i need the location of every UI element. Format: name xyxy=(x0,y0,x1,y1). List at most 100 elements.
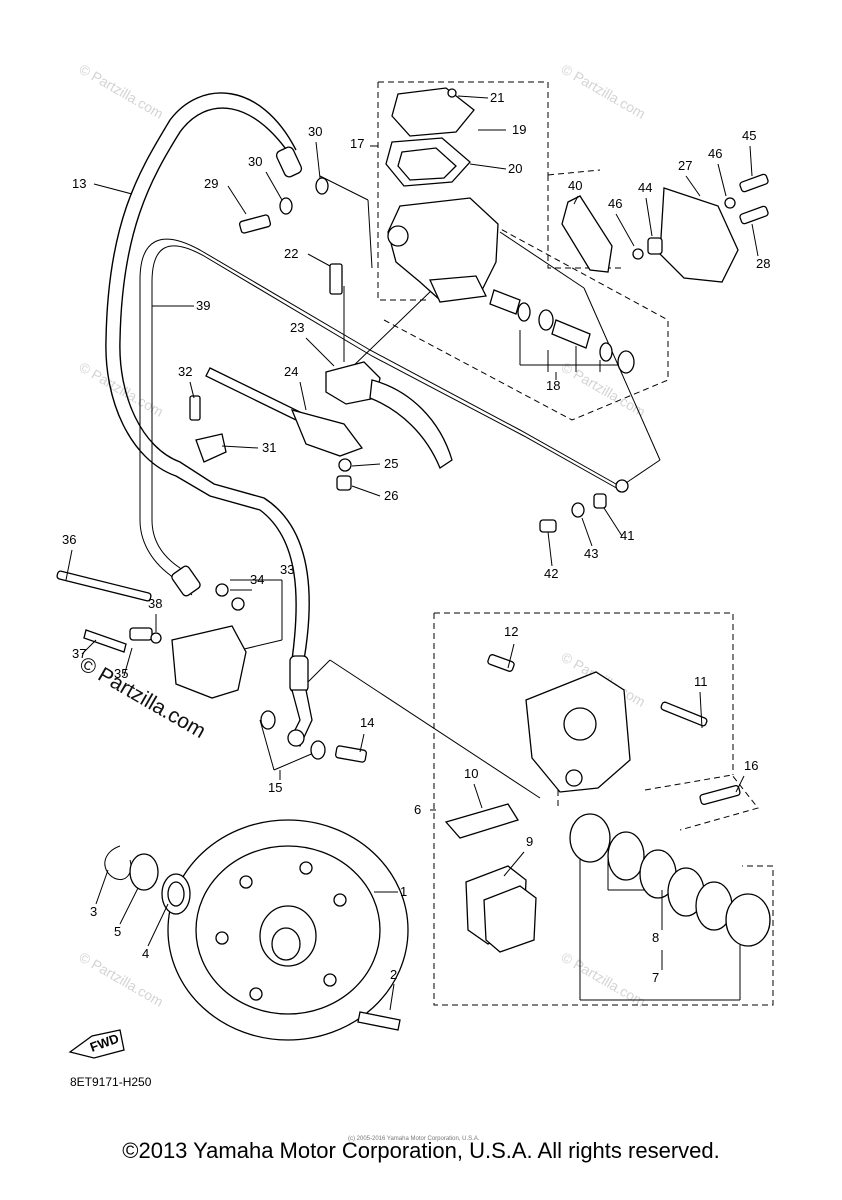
callout-leader xyxy=(469,163,507,170)
piston-kit xyxy=(489,289,635,374)
callout-leader xyxy=(547,531,553,567)
hose-outer xyxy=(105,92,297,661)
brake-disc xyxy=(167,819,409,1041)
callout-24: 24 xyxy=(284,364,298,379)
callout-11: 11 xyxy=(694,674,708,689)
callout-leader xyxy=(95,869,109,905)
watermark: © Partzilla.com xyxy=(77,61,167,122)
callout-3: 3 xyxy=(90,904,97,919)
callout-40: 40 xyxy=(568,178,582,193)
callout-leader xyxy=(93,183,133,195)
callout-35: 35 xyxy=(114,666,128,681)
callout-leader xyxy=(503,851,525,877)
footer-copyright: ©2013 Yamaha Motor Corporation, U.S.A. A… xyxy=(122,1138,720,1163)
callout-1: 1 xyxy=(400,884,407,899)
hose-fitting-bottom xyxy=(289,655,309,693)
pistons-seals xyxy=(569,813,771,947)
callout-leader xyxy=(751,223,759,257)
callout-45: 45 xyxy=(742,128,756,143)
callout-leader xyxy=(735,775,745,793)
callout-33: 33 xyxy=(280,562,294,577)
callout-37: 37 xyxy=(72,646,86,661)
leader-lines xyxy=(230,175,741,1001)
callout-10: 10 xyxy=(464,766,478,781)
callout-leader xyxy=(749,145,753,177)
callout-labels: 1234567891011121314151617181920212223242… xyxy=(62,90,770,1011)
callout-34: 34 xyxy=(250,572,264,587)
callout-46b: 46 xyxy=(608,196,622,211)
callout-13: 13 xyxy=(72,176,86,191)
throttle-cable xyxy=(139,238,629,597)
callout-30a: 30 xyxy=(248,154,262,169)
watermark: © Partzilla.com xyxy=(559,359,649,420)
callout-38: 38 xyxy=(148,596,162,611)
disc-hardware xyxy=(104,845,401,1031)
callout-leader xyxy=(299,381,307,411)
callout-22: 22 xyxy=(284,246,298,261)
callout-43: 43 xyxy=(584,546,598,561)
callout-leader xyxy=(603,507,623,537)
callout-leader xyxy=(315,141,321,179)
callout-7: 7 xyxy=(652,970,659,985)
callout-29: 29 xyxy=(204,176,218,191)
callout-28: 28 xyxy=(756,256,770,271)
callout-15: 15 xyxy=(268,780,282,795)
callout-leader xyxy=(65,549,73,581)
small-copyright: (c) 2005-2016 Yamaha Motor Corporation, … xyxy=(348,1136,480,1142)
master-cylinder xyxy=(385,87,499,303)
frame-master-cylinder xyxy=(378,81,549,175)
callout-leader xyxy=(457,95,489,99)
callout-leader xyxy=(359,733,365,753)
callout-14: 14 xyxy=(360,715,374,730)
brake-hose xyxy=(105,92,313,747)
callout-leader xyxy=(351,463,381,467)
callout-27: 27 xyxy=(678,158,692,173)
callout-leader xyxy=(507,643,515,669)
callout-36: 36 xyxy=(62,532,76,547)
callout-18: 18 xyxy=(546,378,560,393)
callout-leader xyxy=(305,337,335,367)
reservoir-cap xyxy=(391,87,475,137)
hose-bolts xyxy=(238,177,367,763)
cable-end-hardware xyxy=(539,493,607,533)
watermark: © Partzilla.com xyxy=(559,61,649,122)
callout-30b: 30 xyxy=(308,124,322,139)
switch xyxy=(189,395,227,463)
callout-32: 32 xyxy=(178,364,192,379)
callout-leader xyxy=(123,647,133,677)
callout-leader xyxy=(699,691,703,729)
callout-leader xyxy=(717,163,727,197)
callout-leader xyxy=(221,445,259,449)
callout-leader xyxy=(573,195,579,205)
callout-17: 17 xyxy=(350,136,364,151)
callout-leader xyxy=(389,983,395,1011)
callout-2: 2 xyxy=(390,967,397,982)
handlebar-lever xyxy=(205,263,453,491)
callout-leader xyxy=(119,887,139,925)
pad-spring xyxy=(444,803,519,839)
callout-46a: 46 xyxy=(708,146,722,161)
callout-21: 21 xyxy=(490,90,504,105)
hose-fitting-top xyxy=(275,146,303,178)
brake-lever xyxy=(561,195,613,273)
callout-8: 8 xyxy=(652,930,659,945)
watermark: © Partzilla.com xyxy=(559,949,649,1010)
callout-42: 42 xyxy=(544,566,558,581)
front-caliper xyxy=(487,654,741,805)
callout-leader xyxy=(227,185,247,215)
bracket-lever xyxy=(561,173,769,283)
callout-leader xyxy=(473,783,483,809)
callout-leader xyxy=(685,175,701,197)
callout-20: 20 xyxy=(508,161,522,176)
callout-26: 26 xyxy=(384,488,398,503)
callout-6: 6 xyxy=(414,802,421,817)
callout-9: 9 xyxy=(526,834,533,849)
callout-19: 19 xyxy=(512,122,526,137)
caliper-small xyxy=(56,570,247,699)
callout-4: 4 xyxy=(142,946,149,961)
callout-leader xyxy=(581,517,593,547)
callout-leader xyxy=(189,381,195,399)
callout-12: 12 xyxy=(504,624,518,639)
callout-31: 31 xyxy=(262,440,276,455)
